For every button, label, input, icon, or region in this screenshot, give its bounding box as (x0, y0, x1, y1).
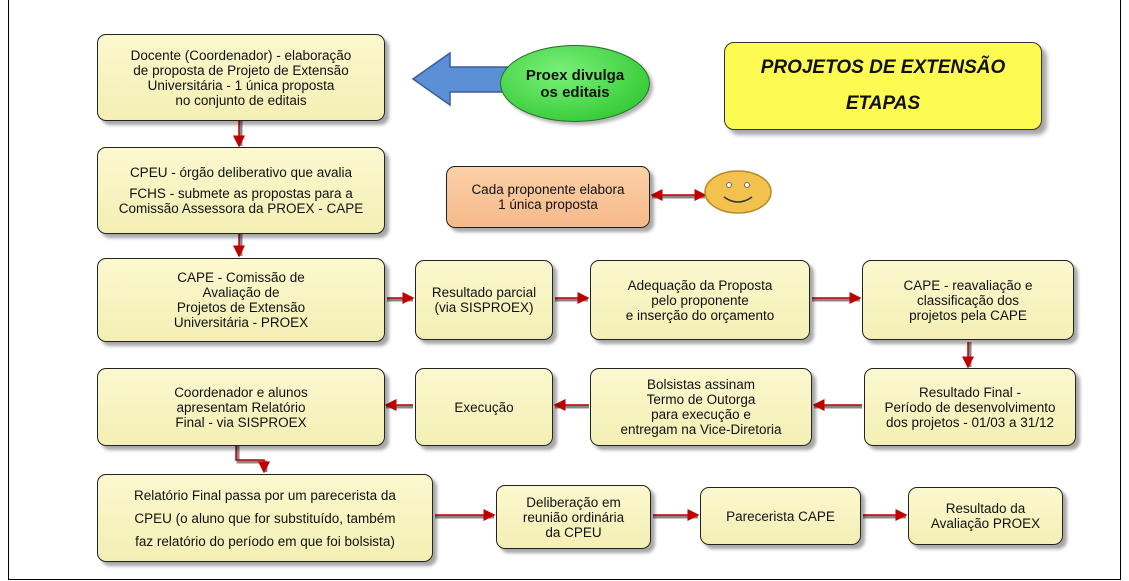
text-line: Universitária - PROEX (173, 315, 309, 330)
text-line: 1 única proposta (498, 197, 598, 212)
text-line: Adequação da Proposta (627, 277, 773, 293)
text-line: CAPE - reavaliação e (903, 277, 1033, 293)
step-cape-comissao: CAPE - Comissão de Avaliação de Projetos… (97, 258, 385, 342)
step-docente-proposta: Docente (Coordenador) - elaboração de pr… (97, 34, 385, 121)
text-line: Deliberação em (526, 494, 621, 510)
text-line: Avaliação de (202, 285, 280, 300)
step-relatorio-final-parecerista: Relatório Final passa por um parecerista… (97, 474, 433, 562)
text-line: Período de desenvolvimento (884, 399, 1056, 415)
connector-reavaliacao-to-resultado-final (962, 342, 974, 369)
connector-execucao-to-relatorio (384, 399, 413, 411)
step-parecerista-cape: Parecerista CAPE (700, 487, 861, 545)
text-line: Termo de Outorga (646, 392, 756, 407)
text-line: Bolsistas assinam (646, 377, 756, 392)
diagram-title: PROJETOS DE EXTENSÃO ETAPAS (724, 42, 1042, 130)
text-line: Resultado da (945, 501, 1026, 516)
text-line: Parecerista CAPE (726, 508, 835, 524)
text-line: da CPEU (545, 524, 602, 540)
text-line: Cada proponente elabora (471, 182, 625, 197)
text-line: Avaliação PROEX (930, 516, 1041, 531)
step-bolsistas-outorga: Bolsistas assinam Termo de Outorga para … (590, 368, 812, 446)
title-line-1: PROJETOS DE EXTENSÃO (760, 57, 1006, 78)
text-line: Universitária - 1 única proposta (147, 77, 335, 93)
text-line: Comissão Assessora da PROEX - CAPE (118, 201, 364, 216)
text-line: classificação dos (916, 292, 1020, 308)
text-line: Final - via SISPROEX (175, 414, 307, 430)
connector-relatorio-to-relatorio-final (235, 446, 270, 474)
step-relatorio-coordenador: Coordenador e alunos apresentam Relatóri… (97, 368, 385, 446)
text-line: CPEU (o aluno que for substituído, també… (134, 510, 396, 526)
text-line: FCHS - submete as propostas para a (129, 186, 353, 201)
step-execucao: Execução (415, 368, 553, 446)
step-cape-reavaliacao: CAPE - reavaliação e classificação dos p… (862, 260, 1074, 340)
step-resultado-final: Resultado Final - Período de desenvolvim… (864, 368, 1076, 446)
connector-cape-to-resultado (387, 292, 415, 304)
text-line: Projetos de Extensão (176, 300, 306, 315)
connector-deliberacao-to-parecerista (653, 509, 700, 521)
text-line: Resultado parcial (431, 285, 537, 300)
text-line: projetos pela CAPE (909, 307, 1027, 323)
left-arrow-icon (411, 51, 511, 107)
text-line: apresentam Relatório (176, 399, 306, 415)
proex-announcement-ellipse: Proex divulga os editais (500, 45, 650, 122)
connector-docente-to-cpeu (233, 121, 245, 148)
step-resultado-parcial: Resultado parcial (via SISPROEX) (415, 260, 553, 340)
text-line: CAPE - Comissão de (177, 270, 305, 285)
text-line: de proposta de Projeto de Extensão (133, 62, 349, 78)
proponent-note: Cada proponente elabora 1 única proposta (446, 166, 650, 228)
diagram-frame (8, 0, 1121, 580)
step-deliberacao-cpeu: Deliberação em reunião ordinária da CPEU (496, 485, 651, 549)
text-line: no conjunto de editais (175, 92, 307, 108)
text-line: pelo proponente (651, 292, 749, 308)
smiley-face-icon (704, 170, 772, 214)
text-line: CPEU - órgão deliberativo que avalia (129, 165, 353, 180)
text-line: (via SISPROEX) (434, 300, 534, 315)
text-line: os editais (540, 83, 610, 101)
connector-resultado-final-to-bolsistas (812, 399, 862, 411)
text-line: Resultado Final - (918, 384, 1022, 400)
connector-relatorio-final-to-deliberacao (435, 509, 496, 521)
text-line: dos projetos - 01/03 a 31/12 (885, 414, 1055, 430)
text-line: reunião ordinária (522, 509, 625, 525)
connector-proponente-smiley (650, 189, 707, 201)
text-line: faz relatório do período em que foi bols… (135, 533, 395, 549)
connector-resultado-to-adequacao (555, 292, 590, 304)
title-line-2: ETAPAS (845, 93, 921, 114)
connector-parecerista-to-avaliacao (863, 509, 908, 521)
text-line: para execução e (651, 407, 751, 422)
text-line: Docente (Coordenador) - elaboração (130, 47, 352, 63)
text-line: Execução (454, 399, 514, 415)
step-adequacao-proposta: Adequação da Proposta pelo proponente e … (590, 260, 810, 340)
text-line: Relatório Final passa por um parecerista… (134, 487, 396, 503)
text-line: e inserção do orçamento (625, 307, 775, 323)
step-cpeu-fchs: CPEU - órgão deliberativo que avalia FCH… (97, 147, 385, 234)
connector-bolsistas-to-execucao (553, 399, 589, 411)
text-line: Proex divulga (525, 66, 625, 84)
connector-adequacao-to-reavaliacao (812, 292, 862, 304)
connector-cpeu-to-cape (233, 234, 245, 258)
step-resultado-avaliacao: Resultado da Avaliação PROEX (908, 487, 1063, 545)
text-line: entregam na Vice-Diretoria (620, 422, 782, 437)
text-line: Coordenador e alunos (174, 384, 308, 400)
